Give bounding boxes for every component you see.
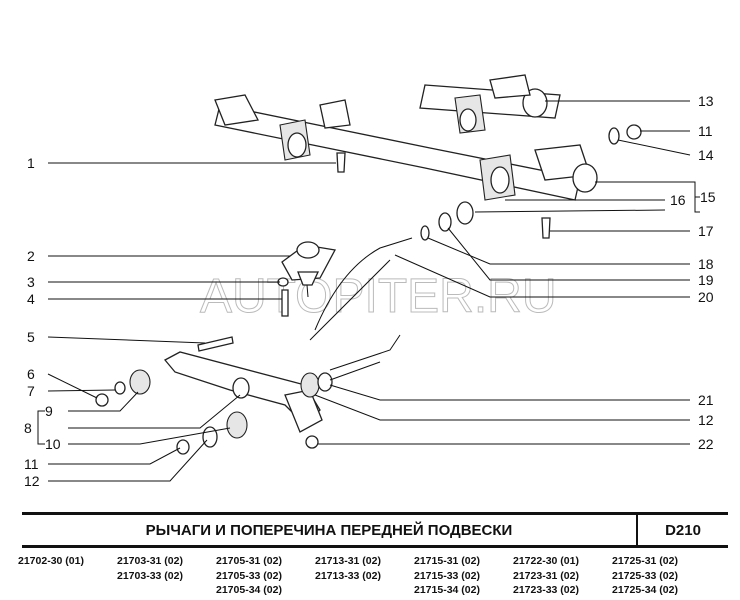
callout-7: 7 bbox=[27, 383, 35, 399]
model-column: 21722-30 (01) 21723-31 (02) 21723-33 (02… bbox=[513, 554, 612, 598]
nut-22 bbox=[305, 435, 319, 449]
model-code: 21702-30 (01) bbox=[18, 555, 84, 567]
model-code: 21705-33 (02) bbox=[216, 569, 282, 582]
model-column: 21715-31 (02) 21715-33 (02) 21715-34 (02… bbox=[414, 554, 513, 598]
callout-18: 18 bbox=[698, 256, 714, 272]
model-code: 21705-34 (02) bbox=[216, 584, 282, 596]
washer-7 bbox=[114, 381, 126, 395]
callouts-left bbox=[37, 162, 336, 482]
model-code: 21715-34 (02) bbox=[414, 584, 480, 596]
bolt-5 bbox=[197, 336, 234, 352]
nut-6 bbox=[95, 393, 109, 407]
callouts-left-labels: 1 2 3 4 5 6 7 9 8 10 11 12 bbox=[24, 155, 61, 489]
model-code: 21723-31 (02) bbox=[513, 569, 579, 582]
callout-11-right: 11 bbox=[698, 123, 713, 139]
model-column: 21725-31 (02) 21725-33 (02) 21725-34 (02… bbox=[612, 554, 711, 598]
callout-3: 3 bbox=[27, 274, 35, 290]
washer-14 bbox=[608, 127, 620, 145]
model-code: 21715-33 (02) bbox=[414, 569, 480, 582]
model-column: 21702-30 (01) bbox=[18, 554, 117, 598]
nut-11 bbox=[626, 124, 642, 140]
rod-thread bbox=[329, 361, 381, 381]
model-code: 21723-33 (02) bbox=[513, 584, 579, 596]
washer-12 bbox=[202, 426, 218, 448]
callout-12-right: 12 bbox=[698, 412, 714, 428]
model-codes: 21702-30 (01) 21703-31 (02) 21703-33 (02… bbox=[18, 554, 728, 598]
title-bar: РЫЧАГИ И ПОПЕРЕЧИНА ПЕРЕДНЕЙ ПОДВЕСКИ D2… bbox=[22, 512, 728, 548]
model-code: 21725-34 (02) bbox=[612, 584, 678, 596]
bolt-17 bbox=[541, 217, 551, 239]
bushing-21 bbox=[300, 372, 320, 398]
strut-rod bbox=[314, 237, 413, 331]
callout-13: 13 bbox=[698, 93, 714, 109]
bushing-19 bbox=[438, 212, 452, 232]
callout-21: 21 bbox=[698, 392, 714, 408]
model-code: 21715-31 (02) bbox=[414, 555, 480, 567]
diagram-code: D210 bbox=[636, 515, 728, 545]
model-code: 21725-33 (02) bbox=[612, 569, 678, 582]
callout-19: 19 bbox=[698, 272, 714, 288]
callout-5: 5 bbox=[27, 329, 35, 345]
callout-9: 9 bbox=[45, 403, 53, 419]
callout-12: 12 bbox=[24, 473, 40, 489]
strut-rod-edge bbox=[309, 259, 391, 341]
callout-6: 6 bbox=[27, 366, 35, 382]
model-code: 21725-31 (02) bbox=[612, 555, 678, 567]
callout-15: 15 bbox=[700, 189, 716, 205]
model-column: 21705-31 (02) 21705-33 (02) 21705-34 (02… bbox=[216, 554, 315, 598]
model-code: 21713-31 (02) bbox=[315, 555, 381, 567]
model-code: 21722-30 (01) bbox=[513, 555, 579, 567]
callout-10: 10 bbox=[45, 436, 61, 452]
parts-diagram: AUTOPITER.RU bbox=[24, 74, 716, 489]
lower-control-arm bbox=[163, 351, 323, 433]
diagram-footer: РЫЧАГИ И ПОПЕРЕЧИНА ПЕРЕДНЕЙ ПОДВЕСКИ D2… bbox=[18, 512, 728, 598]
model-code: 21703-33 (02) bbox=[117, 569, 183, 582]
callout-8: 8 bbox=[24, 420, 32, 436]
callout-11: 11 bbox=[24, 456, 39, 472]
model-code: 21713-33 (02) bbox=[315, 569, 381, 582]
washer-21 bbox=[317, 372, 333, 392]
callouts-right bbox=[314, 100, 700, 445]
strut-rod-lower bbox=[329, 334, 401, 371]
model-code: 21705-31 (02) bbox=[216, 555, 282, 567]
model-column: 21713-31 (02) 21713-33 (02) bbox=[315, 554, 414, 598]
callout-16: 16 bbox=[670, 192, 686, 208]
callout-2: 2 bbox=[27, 248, 35, 264]
crossmember bbox=[214, 74, 598, 201]
diagram-title: РЫЧАГИ И ПОПЕРЕЧИНА ПЕРЕДНЕЙ ПОДВЕСКИ bbox=[145, 521, 513, 539]
bushing-9 bbox=[129, 369, 151, 395]
callout-1: 1 bbox=[27, 155, 35, 171]
bushing-16 bbox=[456, 201, 474, 225]
bolt-1 bbox=[336, 152, 346, 173]
callout-22: 22 bbox=[698, 436, 714, 452]
ball-joint bbox=[281, 241, 337, 298]
callout-17: 17 bbox=[698, 223, 714, 239]
model-column: 21703-31 (02) 21703-33 (02) bbox=[117, 554, 216, 598]
callout-4: 4 bbox=[27, 291, 35, 307]
bolt-4 bbox=[281, 289, 289, 317]
callout-20: 20 bbox=[698, 289, 714, 305]
callouts-right-labels: 13 11 14 15 16 17 18 19 20 21 12 22 bbox=[670, 93, 716, 452]
callout-14: 14 bbox=[698, 147, 714, 163]
bushing-10 bbox=[226, 411, 248, 439]
washer-18 bbox=[420, 225, 430, 241]
model-code: 21703-31 (02) bbox=[117, 555, 183, 567]
nut-11-lower bbox=[176, 439, 190, 455]
